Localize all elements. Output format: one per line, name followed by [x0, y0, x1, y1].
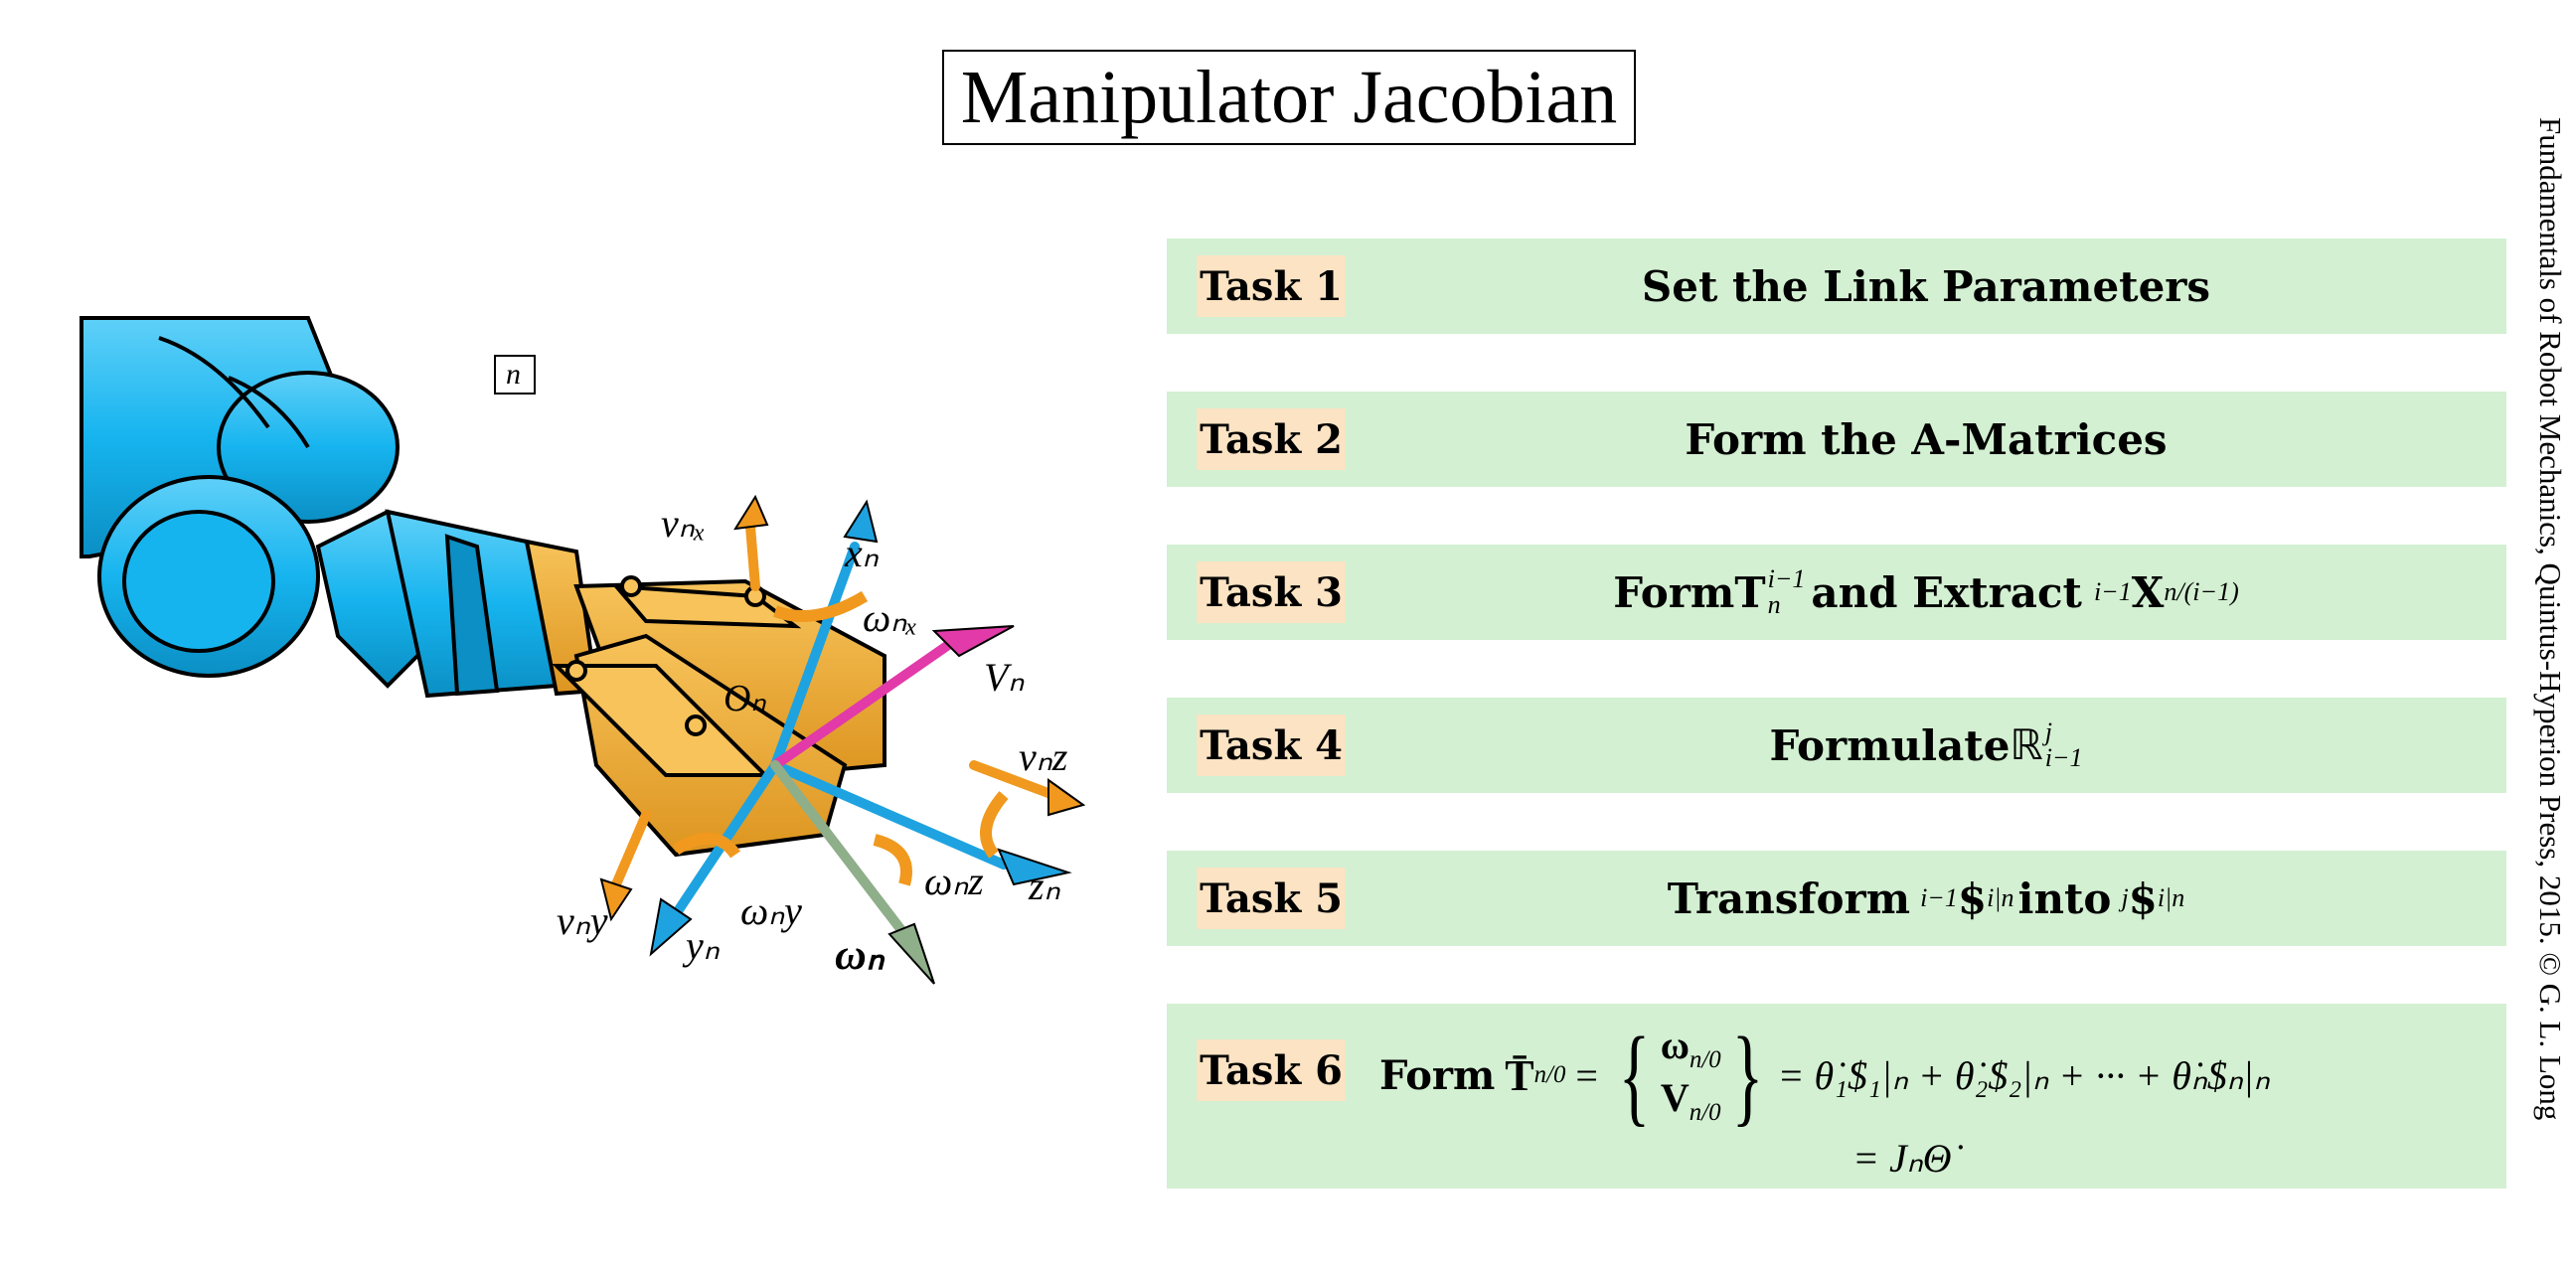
task-6-T-sub: n/0: [1533, 1061, 1566, 1088]
task-3-T-sup: i−1: [1767, 563, 1806, 593]
task-5-text: Transform i−1$i|n into j$i|n: [1346, 851, 2506, 946]
task-1-badge: Task 1: [1197, 255, 1346, 317]
task-6-V: Vn/0: [1660, 1075, 1721, 1126]
task-5-screw-1: $: [1957, 873, 1988, 923]
page-title: Manipulator Jacobian: [942, 50, 1636, 145]
frame-axes: [599, 494, 1086, 985]
label-wn: ωₙ: [835, 930, 886, 979]
vny-arrow: [611, 810, 651, 889]
task-4-R-sup: j: [2044, 716, 2052, 746]
task-5-row: Task 5 Transform i−1$i|n into j$i|n: [1167, 851, 2506, 946]
task-6-line2: = JₙΘ̇: [1852, 1136, 1952, 1181]
label-yn: yₙ: [682, 923, 721, 968]
copyright-text: Fundamentals of Robot Mechanics, Quintus…: [2533, 117, 2568, 1121]
task-4-R-sub: i−1: [2044, 743, 2083, 772]
vnx-arrow: [745, 522, 760, 591]
robot-arm: [80, 316, 560, 699]
task-3-text-a: Form: [1613, 567, 1735, 617]
wnz-curl: [980, 791, 1009, 859]
z-axis-arrow: [770, 760, 1009, 870]
task-4-text-a: Formulate: [1769, 720, 2011, 770]
task-6-row: Task 6 Form T̄n/0 = { ωn/0 Vn/0 } = θ̇₁$…: [1167, 1004, 2506, 1188]
task-5-text-b: into: [2017, 873, 2112, 923]
task-2-text: Form the A-Matrices: [1685, 414, 2168, 464]
twist-arrow: [770, 636, 959, 770]
task-1-row: Task 1 Set the Link Parameters: [1167, 238, 2506, 334]
task-3-X: X: [2131, 567, 2165, 617]
task-5-screw-2: $: [2128, 873, 2158, 923]
task-6-formula: Form T̄n/0 = { ωn/0 Vn/0 } = θ̇₁$₁|ₙ + θ…: [1379, 1016, 2487, 1135]
wn-curl: [873, 834, 912, 886]
label-zn: zₙ: [1028, 864, 1061, 908]
task-3-T: T: [1734, 567, 1766, 617]
task-3-X-pre: i−1: [2093, 577, 2132, 606]
label-wnx: ωₙₓ: [863, 595, 918, 640]
label-vnz: vₙz: [1019, 734, 1068, 779]
task-3-X-sub: n/(i−1): [2164, 577, 2239, 606]
task-4-badge: Task 4: [1197, 714, 1346, 776]
label-vnx: vₙₓ: [661, 501, 706, 546]
task-1-text: Set the Link Parameters: [1641, 261, 2211, 311]
wnx-curl: [772, 590, 869, 622]
omega-arrow: [770, 760, 909, 939]
task-5-pre-2: j: [2121, 883, 2129, 912]
label-vny: vₙy: [557, 898, 608, 943]
label-Vn: Vₙ: [984, 655, 1025, 700]
rotation-curls: [672, 590, 1009, 886]
label-wnz: ωₙz: [924, 859, 984, 903]
task-6-line1: = θ̇₁$₁|ₙ + θ̇₂$₂|ₙ + ··· + θ̇ₙ$ₙ|ₙ: [1777, 1052, 2270, 1098]
task-6-brace-right: }: [1731, 1015, 1763, 1136]
task-6-omega: ωn/0: [1660, 1023, 1721, 1074]
robot-figure: n Oₙ vₙₓ xₙ ωₙₓ Vₙ vₙz ωₙz zₙ vₙy yₙ ωₙy…: [80, 316, 1086, 985]
task-3-T-sub: n: [1767, 590, 1781, 619]
task-2-row: Task 2 Form the A-Matrices: [1167, 392, 2506, 487]
gripper: [524, 539, 886, 858]
copyright-note: Fundamentals of Robot Mechanics, Quintus…: [2524, 117, 2576, 1151]
x-axis-arrow: [770, 542, 860, 770]
task-5-sub-2: i|n: [2157, 883, 2185, 912]
vnz-arrow: [969, 760, 1058, 800]
task-5-text-a: Transform: [1667, 873, 1911, 923]
task-2-badge: Task 2: [1197, 408, 1346, 470]
wny-curl: [672, 832, 740, 859]
task-6-equals: =: [1575, 1052, 1598, 1098]
label-wny: ωₙy: [740, 888, 802, 933]
frame-box-label: n: [506, 358, 521, 391]
task-6-brace-left: {: [1618, 1015, 1651, 1136]
task-6-T-bar: T̄: [1505, 1050, 1534, 1100]
task-4-R: ℝ: [2010, 723, 2043, 769]
task-3-badge: Task 3: [1197, 561, 1346, 623]
task-5-sub-1: i|n: [1987, 883, 2014, 912]
origin-label: Oₙ: [724, 678, 766, 719]
task-6-text-a: Form: [1379, 1051, 1496, 1099]
frame-box: [494, 355, 536, 395]
task-5-pre-1: i−1: [1920, 883, 1958, 912]
task-3-text-b: and Extract: [1811, 567, 2082, 617]
task-6-badge: Task 6: [1197, 1039, 1346, 1101]
task-5-badge: Task 5: [1197, 868, 1346, 929]
label-xn: xₙ: [844, 531, 880, 575]
